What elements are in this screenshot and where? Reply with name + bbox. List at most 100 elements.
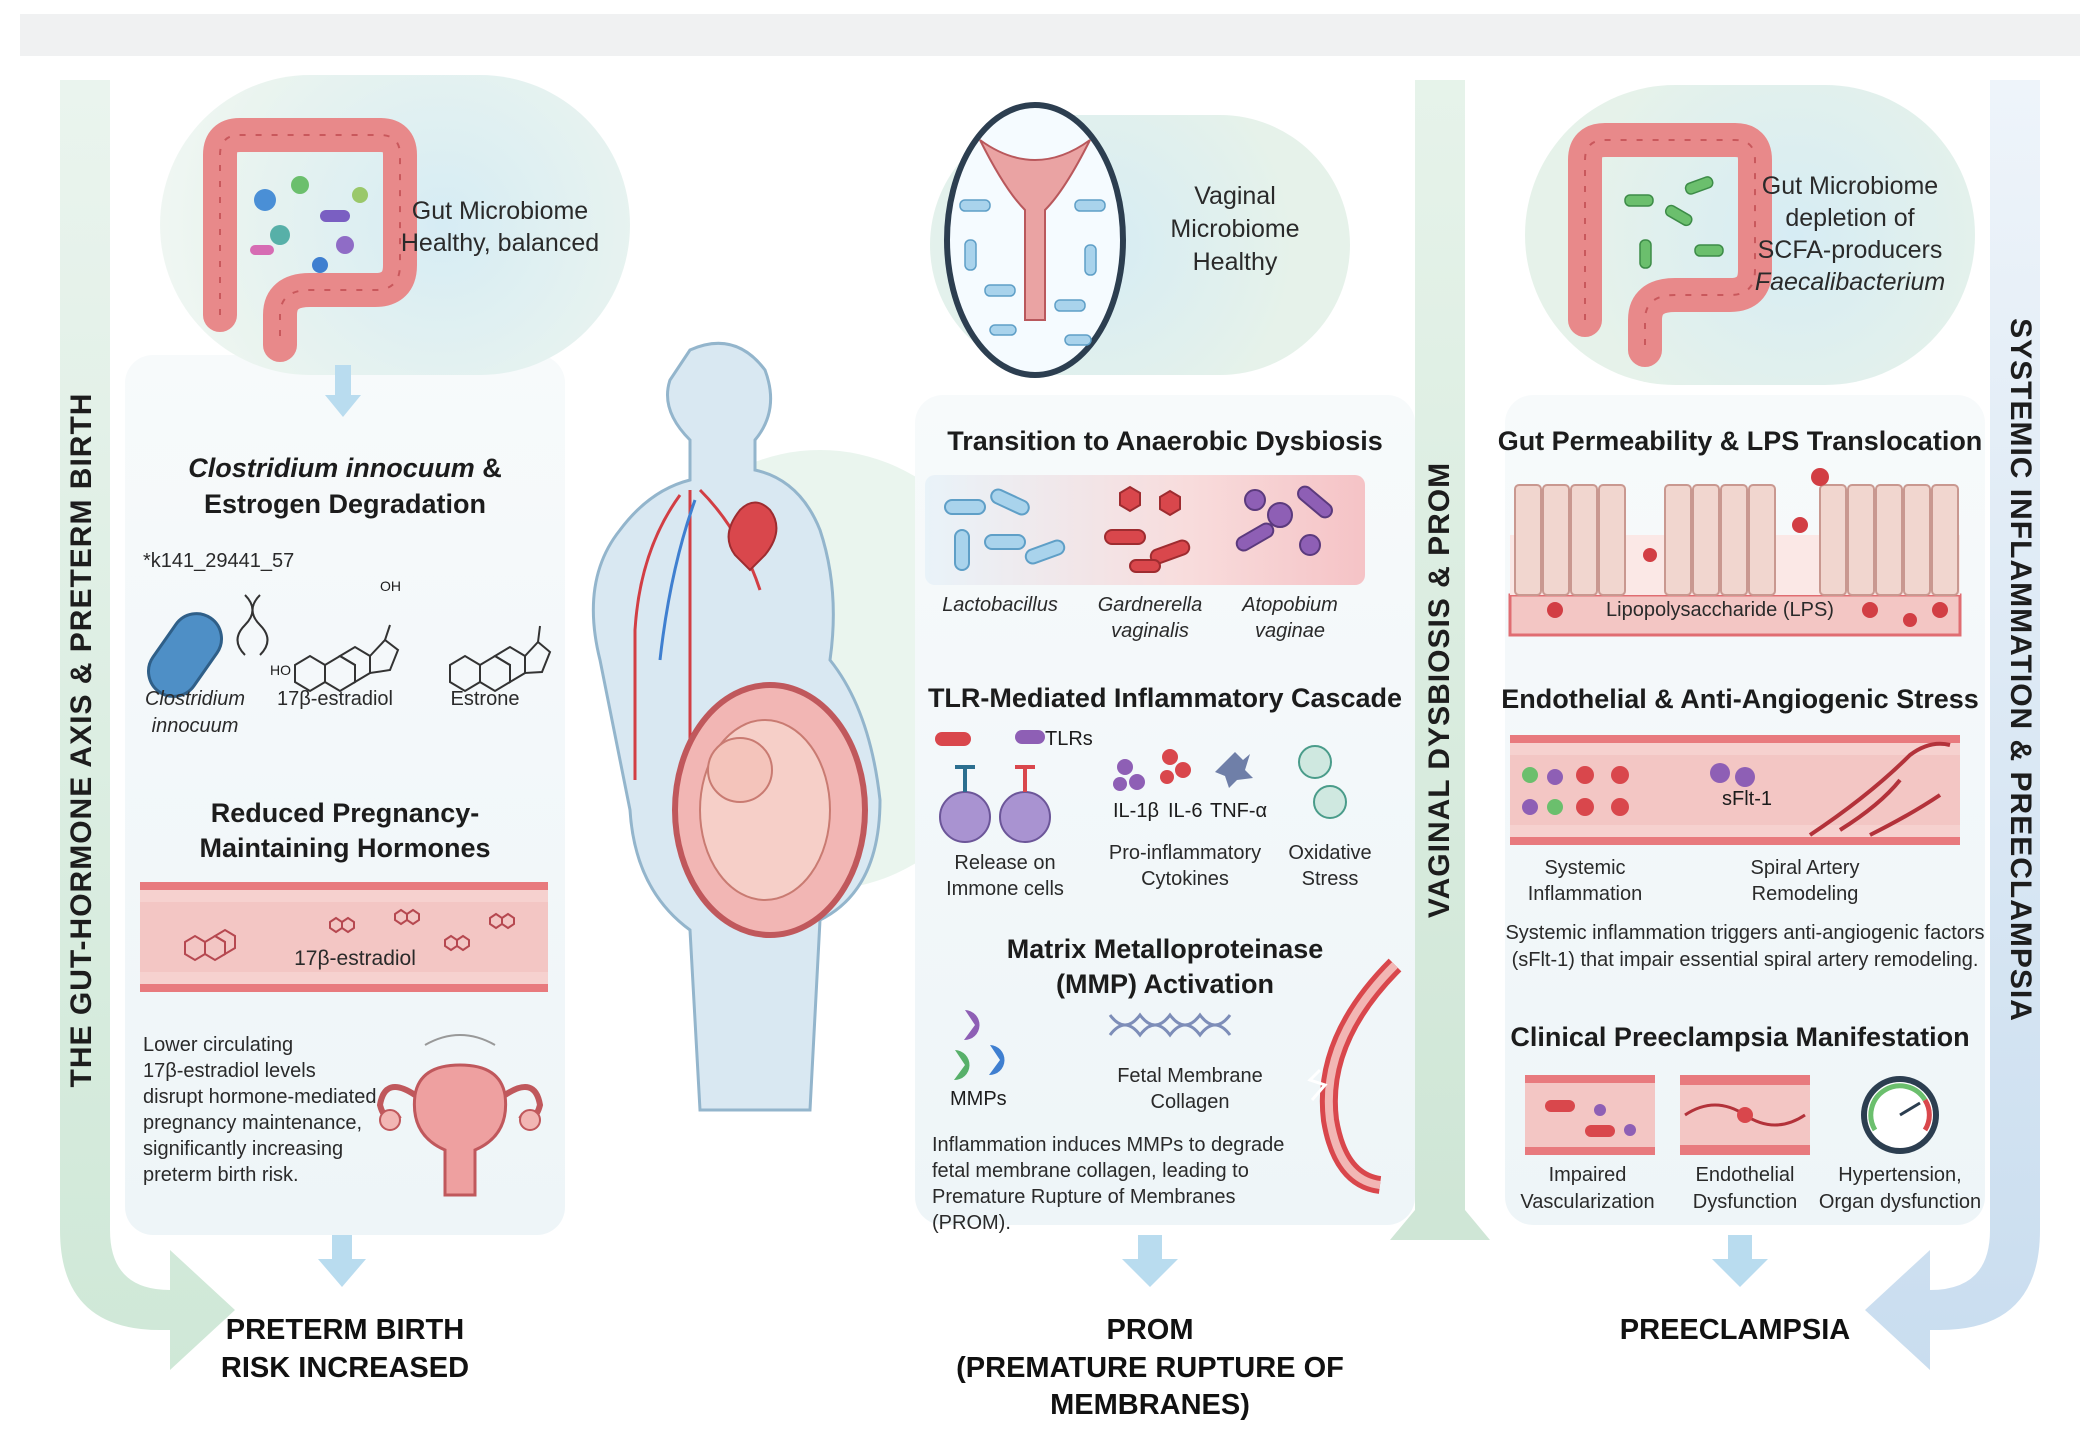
gardnerella-label: Gardnerella vaginalis bbox=[1075, 592, 1225, 644]
right-axis-label: SYSTEMIC INFLAMMATION & PREECLAMPSIA bbox=[2004, 318, 2037, 1022]
dysfunction-label: Endothelial Dysfunction bbox=[1670, 1162, 1820, 1216]
endothelial-vessel-icon bbox=[1510, 735, 1960, 845]
left-desc-line: disrupt hormone-mediated bbox=[143, 1086, 377, 1108]
transition-title: Transition to Anaerobic Dysbiosis bbox=[947, 426, 1383, 456]
hypertension-label-line: Organ dysfunction bbox=[1818, 1191, 1982, 1213]
degradation-title-line-1: Clostridium innocuum & bbox=[140, 452, 550, 485]
sflt-label: sFlt-1 bbox=[1722, 788, 1772, 810]
vaginal-title-line: Microbiome bbox=[1170, 215, 1300, 243]
atopobium-label: Atopobium vaginae bbox=[1215, 592, 1365, 644]
center-axis-arrowhead bbox=[1390, 1210, 1490, 1240]
right-description: Systemic inflammation triggers anti-angi… bbox=[1500, 920, 1990, 974]
spiral-label-line: Spiral Artery bbox=[1750, 857, 1860, 879]
inflammatory-cells-icon bbox=[1522, 766, 1629, 816]
right-gut-title-line: Gut Microbiome bbox=[1761, 172, 1939, 200]
cytokines-label-line: Pro-inflammatory bbox=[1108, 842, 1262, 864]
estradiol-vessel-icon bbox=[140, 882, 548, 992]
impaired-vascularization-icon bbox=[1525, 1075, 1655, 1155]
collagen-label-line: Fetal Membrane bbox=[1117, 1065, 1263, 1087]
estradiol-label: 17β-estradiol bbox=[276, 688, 393, 710]
mmps-label: MMPs bbox=[950, 1088, 1007, 1110]
degradation-title-line-2: Estrogen Degradation bbox=[203, 489, 487, 519]
ho-label: HO bbox=[270, 662, 291, 678]
colon-depleted-icon bbox=[1568, 123, 1772, 367]
blood-pressure-gauge-icon bbox=[1861, 1076, 1939, 1154]
atopobium-icon bbox=[1235, 485, 1333, 556]
oh-label: OH bbox=[380, 578, 401, 594]
bacterium-label-1: Clostridium bbox=[144, 688, 246, 710]
gut-permeability-icon bbox=[1508, 468, 1962, 637]
estradiol-molecule-icon bbox=[294, 624, 400, 693]
hormones-title-line-1: Reduced Pregnancy- bbox=[210, 798, 480, 828]
estrogen-degradation-molecules bbox=[147, 594, 552, 698]
estrone-label: Estrone bbox=[450, 688, 520, 710]
sflt1-icon bbox=[1710, 763, 1755, 787]
right-outcome: PREECLAMPSIA bbox=[1619, 1314, 1851, 1346]
left-desc-line: 17β-estradiol levels bbox=[143, 1060, 316, 1082]
gardnerella-label-line: vaginalis bbox=[1111, 620, 1189, 642]
release-label-line: Release on bbox=[954, 852, 1056, 874]
oxidative-label: Oxidative Stress bbox=[1270, 840, 1390, 892]
impaired-label: Impaired Vascularization bbox=[1505, 1162, 1670, 1216]
release-label-line: Immone cells bbox=[946, 878, 1064, 900]
center-axis-label: VAGINAL DYSBIOSIS & PROM bbox=[1423, 461, 1456, 919]
vaginal-microbiome-icon bbox=[944, 102, 1126, 378]
tlr-cascade-icons bbox=[935, 730, 1347, 843]
uterus-icon bbox=[376, 1034, 544, 1197]
dysfunction-label-line: Endothelial bbox=[1695, 1164, 1795, 1186]
clinical-icons bbox=[1525, 1075, 1939, 1155]
endothelial-dysfunction-icon bbox=[1680, 1075, 1810, 1155]
degradation-title-italic: Clostridium innocuum bbox=[188, 453, 475, 483]
arrow-down-icon bbox=[1712, 1235, 1768, 1287]
mmp-enzyme-icon bbox=[954, 1010, 1005, 1081]
spiral-artery-icon bbox=[1808, 741, 1951, 837]
strain-id: *k141_29441_57 bbox=[143, 550, 295, 572]
cytokines-label-line: Cytokines bbox=[1141, 868, 1229, 890]
systemic-label: Systemic Inflammation bbox=[1510, 855, 1660, 907]
endothelial-title: Endothelial & Anti-Angiogenic Stress bbox=[1501, 684, 1979, 714]
membrane-rupture-icon bbox=[1307, 958, 1402, 1194]
center-desc-line: Premature Rupture of Membranes (PROM). bbox=[932, 1186, 1236, 1234]
center-outcome-line-1: PROM bbox=[1106, 1314, 1194, 1346]
left-desc-line: preterm birth risk. bbox=[143, 1164, 299, 1186]
cytokines-label: Pro-inflammatory Cytokines bbox=[1100, 840, 1270, 892]
vessel-label: 17β-estradiol bbox=[294, 947, 416, 970]
cytokines-icon bbox=[1113, 749, 1253, 791]
oxidative-stress-icon bbox=[1298, 745, 1347, 819]
hormones-title-line-2: Maintaining Hormones bbox=[199, 833, 491, 863]
gardnerella-label-line: Gardnerella bbox=[1097, 594, 1203, 616]
vaginal-title: Vaginal Microbiome Healthy bbox=[1150, 180, 1320, 279]
cytokine-il1b: IL-1β bbox=[1113, 800, 1159, 822]
dysfunction-label-line: Dysfunction bbox=[1692, 1191, 1798, 1213]
collagen-helix-icon bbox=[1108, 1012, 1232, 1038]
heart-icon bbox=[727, 501, 778, 572]
left-outcome-line-1: PRETERM BIRTH bbox=[225, 1314, 465, 1346]
left-desc-line: Lower circulating bbox=[143, 1034, 294, 1056]
right-desc-line: (sFlt-1) that impair essential spiral ar… bbox=[1511, 949, 1979, 971]
impaired-label-line: Impaired bbox=[1548, 1164, 1627, 1186]
lactobacillus-label: Lactobacillus bbox=[942, 594, 1058, 616]
center-desc-line: fetal membrane collagen, leading to bbox=[932, 1160, 1249, 1182]
atopobium-label-line: vaginae bbox=[1254, 620, 1326, 642]
tlr-title: TLR-Mediated Inflammatory Cascade bbox=[927, 683, 1403, 713]
collagen-label-line: Collagen bbox=[1150, 1091, 1230, 1113]
tlrs-label: TLRs bbox=[1045, 728, 1093, 750]
colon-healthy-icon bbox=[203, 118, 417, 362]
impaired-label-line: Vascularization bbox=[1520, 1191, 1655, 1213]
vaginal-title-line: Vaginal bbox=[1194, 182, 1276, 210]
mmp-icons bbox=[954, 1010, 1232, 1081]
left-desc-line: significantly increasing bbox=[143, 1138, 344, 1160]
bacterium-icon bbox=[147, 612, 223, 698]
left-outcome-line-2: RISK INCREASED bbox=[220, 1352, 470, 1384]
spiral-label-line: Remodeling bbox=[1751, 883, 1859, 905]
lps-label: Lipopolysaccharide (LPS) bbox=[1606, 599, 1834, 621]
top-bar bbox=[20, 14, 2080, 56]
dysbiosis-bacteria-icons bbox=[944, 485, 1333, 573]
lactobacillus-icon bbox=[944, 488, 1066, 571]
mmp-title-line-1: Matrix Metalloproteinase bbox=[1006, 934, 1324, 964]
immune-cells-icon bbox=[935, 730, 1051, 843]
center-description: Inflammation induces MMPs to degrade fet… bbox=[932, 1132, 1312, 1236]
spiral-label: Spiral Artery Remodeling bbox=[1730, 855, 1880, 907]
center-outcome-line-2: (PREMATURE RUPTURE OF MEMBRANES) bbox=[956, 1352, 1344, 1421]
